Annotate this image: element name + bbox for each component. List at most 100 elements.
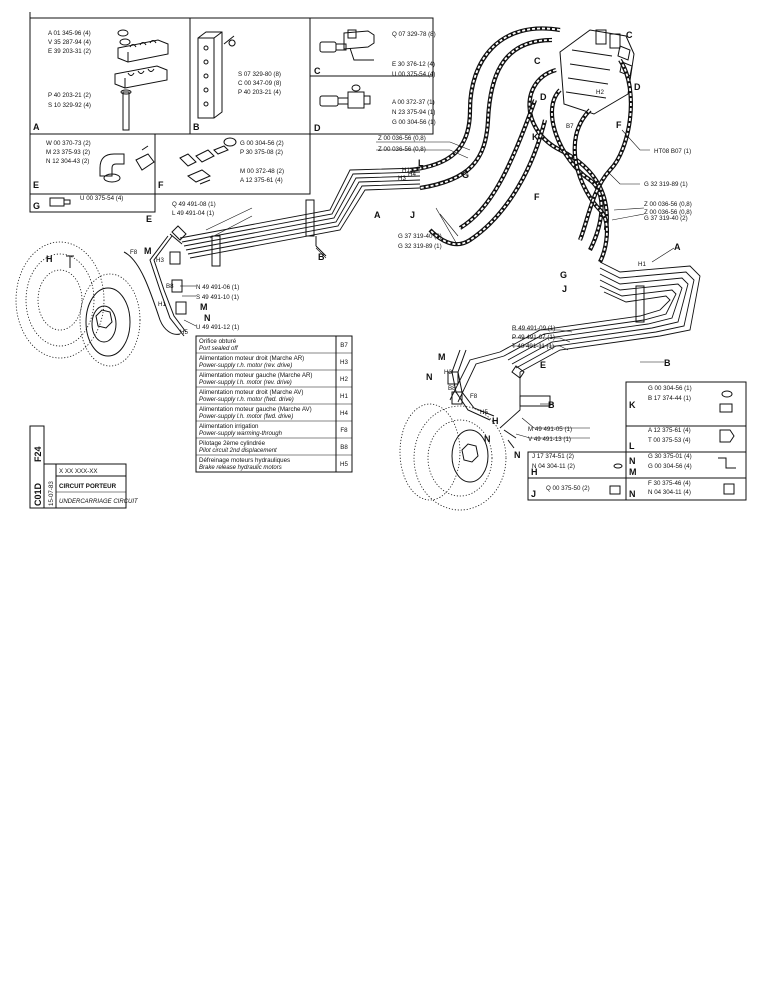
- port-tag: H1: [158, 301, 166, 308]
- legend-row-english: Brake release hydraulic motors: [199, 465, 282, 471]
- reference-letter: D: [540, 92, 547, 102]
- part-number-label: G 00 304-56 (1): [648, 385, 692, 392]
- port-tag: H3: [398, 175, 406, 182]
- legend-row-english: Port sealed off: [199, 346, 239, 352]
- part-number-label: E 39 203-31 (2): [48, 48, 91, 55]
- reference-letter: A: [374, 210, 381, 220]
- callout-label: S 49 491-10 (1): [196, 294, 239, 301]
- part-number: X XX XXX-XX: [59, 468, 98, 475]
- callout-label: Q 49 491-08 (1): [172, 201, 216, 208]
- legend-row-code: F8: [340, 427, 348, 434]
- detail-frame: [29, 12, 434, 213]
- legend-row-english: Power-supply l.h. motor (rev. drive): [199, 380, 292, 386]
- port-tag: H1: [638, 261, 646, 268]
- callout-label: R 49 491-09 (1): [512, 325, 555, 332]
- part-number-label: M 23 375-93 (2): [46, 149, 90, 156]
- callout-label: Z 00 036-56 (0,8): [378, 146, 426, 153]
- reference-letter: H: [46, 254, 53, 264]
- legend-row-french: Alimentation moteur gauche (Marche AR): [199, 372, 313, 379]
- reference-letter: K: [532, 132, 539, 142]
- port-tag: H4: [408, 171, 416, 178]
- part-number-label: G 00 304-56 (4): [648, 463, 692, 470]
- reference-letter: G: [560, 270, 567, 280]
- part-number-label: G 00 304-56 (1): [392, 119, 436, 126]
- reference-letter: F: [616, 120, 622, 130]
- detail-box-letter: C: [314, 66, 321, 76]
- reference-letter: D: [634, 82, 641, 92]
- part-number-label: N 04 304-11 (4): [648, 489, 691, 496]
- callout-label: G 32 319-89 (1): [398, 243, 442, 250]
- callout-label: G 37 319-40 (2): [398, 233, 442, 240]
- legend-row-english: Power-supply l.h. motor (fwd. drive): [199, 414, 293, 420]
- reference-letter: C: [534, 56, 541, 66]
- part-number-label: E 30 376-12 (4): [392, 61, 435, 68]
- part-number-label: A 12 375-61 (4): [240, 177, 283, 184]
- legend-row-code: H2: [340, 376, 348, 383]
- legend-row-english: Power-supply r.h. motor (fwd. drive): [199, 397, 294, 403]
- part-number-label: Q 00 375-50 (2): [546, 485, 590, 492]
- detail-frame-right: [527, 381, 747, 501]
- port-tag: H2: [596, 89, 604, 96]
- reference-letter: C: [626, 30, 633, 40]
- part-number-label: V 35 287-94 (4): [48, 39, 91, 46]
- callout-label: G 37 319-40 (2): [644, 215, 688, 222]
- legend-row-code: H4: [340, 410, 348, 417]
- detail-box-letter: K: [629, 400, 636, 410]
- title-french: CIRCUIT PORTEUR: [59, 483, 117, 490]
- legend-row-french: Alimentation moteur gauche (Marche AV): [199, 406, 312, 413]
- port-tag: H3: [156, 257, 164, 264]
- fitting-icons-right: [609, 390, 736, 495]
- title-block-frame: [29, 425, 127, 509]
- reference-letter: J: [410, 210, 415, 220]
- port-tag: F8: [130, 249, 138, 256]
- detail-box-letter: N: [629, 456, 636, 466]
- legend-row-code: B8: [340, 444, 348, 451]
- legend-row-french: Alimentation irrigation: [199, 423, 259, 430]
- callout-label: G 32 319-89 (1): [644, 181, 688, 188]
- callout-label: M 49 491-05 (1): [528, 426, 572, 433]
- reference-letter: N: [426, 372, 433, 382]
- port-tag: F8: [470, 393, 478, 400]
- callout-label: Z 00 036-56 (0,8): [378, 135, 426, 142]
- fitting-drawing-c: [319, 29, 375, 61]
- reference-letter: G: [462, 170, 469, 180]
- part-number-label: P 30 375-08 (2): [240, 149, 283, 156]
- leader-lines: [180, 129, 675, 439]
- reference-letter: N: [204, 313, 211, 323]
- detail-box-letter: G: [33, 201, 40, 211]
- legend-row-french: Alimentation moteur droit (Marche AV): [199, 389, 303, 396]
- rigid-pipe-run: [179, 167, 421, 267]
- callout-label: P 49 491-07 (1): [512, 334, 555, 341]
- legend-row-english: Power-supply r.h. motor (rev. drive): [199, 363, 292, 369]
- callout-label: T 49 491-11 (1): [512, 343, 554, 350]
- reference-letter: M: [200, 302, 208, 312]
- part-number-label: M 00 372-48 (2): [240, 168, 284, 175]
- detail-box-letter: E: [33, 180, 39, 190]
- legend-row-code: H1: [340, 393, 348, 400]
- part-number-label: A 00 372-37 (1): [392, 99, 435, 106]
- reference-letter: H: [492, 416, 499, 426]
- callout-label: Z 00 036-56 (0,8): [644, 201, 692, 208]
- title-english: UNDERCARRIAGE CIRCUIT: [59, 499, 139, 505]
- revision-date: 15-07-83: [48, 481, 55, 506]
- legend-row-code: H5: [340, 461, 348, 468]
- part-number-label: J 17 374-51 (2): [532, 453, 574, 460]
- reference-letter: M: [438, 352, 446, 362]
- legend-row-french: Orifice obturé: [199, 338, 237, 345]
- union-drawing-g: [49, 197, 71, 207]
- adapter-drawing-f: [179, 137, 237, 185]
- legend-row-french: Alimentation moteur droit (Marche AR): [199, 355, 304, 362]
- legend-row-code: B7: [340, 342, 348, 349]
- clamp-bar-drawing-b: [197, 31, 236, 119]
- callout-label: HT08 B07 (1): [654, 148, 691, 155]
- callout-label: Z 00 036-56 (0,8): [644, 209, 692, 216]
- port-tag: B7: [566, 123, 574, 130]
- port-tag: H5: [480, 409, 488, 416]
- pipe-run-right: [449, 261, 701, 429]
- hose-bundle-upper: [409, 26, 633, 263]
- reference-letter: N: [484, 434, 491, 444]
- reference-letter: E: [540, 360, 546, 370]
- part-number-label: N 23 375-94 (1): [392, 109, 435, 116]
